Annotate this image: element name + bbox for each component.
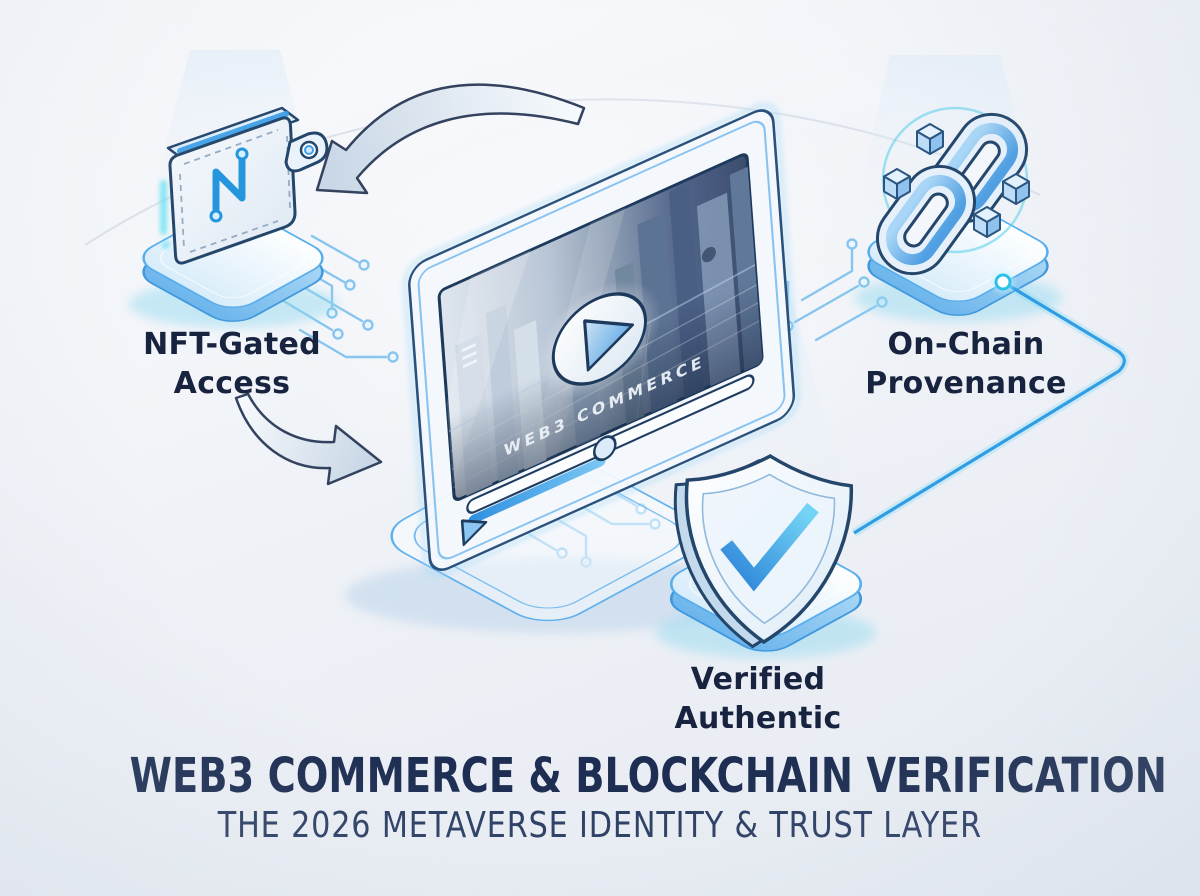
seek-progress-fill: [468, 456, 606, 525]
cube-icon: [973, 206, 1001, 238]
cube-icon: [916, 123, 944, 155]
arrow-to-wallet-icon: [315, 83, 586, 195]
label-nft-gated-access: NFT-Gated Access: [82, 325, 382, 403]
seek-handle[interactable]: [593, 433, 617, 463]
nft-glyph-icon: [209, 147, 249, 223]
city-scene: [438, 166, 763, 502]
checkmark-icon: [720, 502, 819, 592]
cube-icon: [1002, 173, 1030, 205]
label-on-chain-provenance: On-Chain Provenance: [816, 325, 1116, 403]
monitor-display: WEB3 COMMERCE: [402, 102, 801, 579]
label-line: Access: [173, 366, 291, 401]
connector-node: [994, 273, 1012, 291]
poster-title: WEB3 COMMERCE & BLOCKCHAIN VERIFICATION: [129, 748, 1167, 804]
connector-line: [851, 271, 1129, 537]
poster-subtitle: THE 2026 METAVERSE IDENTITY & TRUST LAYE…: [217, 805, 983, 846]
label-line: Verified Authentic: [674, 662, 842, 736]
label-line: NFT-Gated: [143, 327, 321, 362]
wallet-nft-icon: [160, 106, 329, 265]
play-button[interactable]: [550, 278, 648, 399]
cube-icon: [883, 168, 911, 200]
bezel-play-icon: [460, 519, 488, 547]
label-line: Provenance: [865, 366, 1067, 401]
label-verified-authentic: Verified Authentic: [608, 660, 908, 738]
label-line: On-Chain: [887, 327, 1045, 362]
shield-check-icon: [673, 454, 853, 649]
play-icon: [583, 319, 634, 372]
chain-link-icon: [875, 106, 1030, 276]
arrow-to-monitor-icon: [234, 392, 383, 486]
